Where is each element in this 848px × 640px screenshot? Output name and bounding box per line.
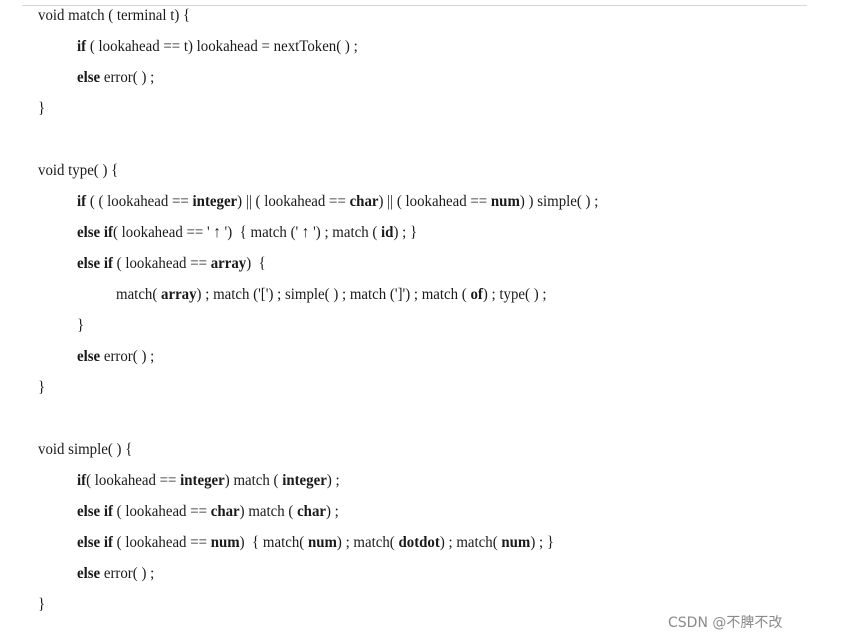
code-keyword: dotdot: [398, 534, 440, 551]
code-text: ) ; match(: [439, 534, 502, 551]
code-keyword: else if: [77, 224, 113, 241]
code-text: ( lookahead ==: [112, 255, 211, 272]
code-line: }: [38, 378, 45, 398]
code-text: ) ) simple( ) ;: [519, 193, 599, 210]
code-line: else error( ) ;: [77, 68, 154, 88]
code-keyword: num: [490, 193, 520, 210]
code-line: void type( ) {: [38, 161, 118, 181]
code-text: ) ; }: [393, 224, 418, 241]
code-text: match(: [116, 286, 162, 303]
code-keyword: char: [349, 193, 379, 210]
code-text: ) match (: [224, 472, 283, 489]
code-text: }: [77, 317, 85, 334]
code-keyword: if: [77, 38, 87, 55]
code-text: ( lookahead ==: [86, 472, 181, 489]
code-text: ) ;: [326, 472, 340, 489]
code-text: ( lookahead == ' ↑ ') { match (' ↑ ') ; …: [112, 224, 382, 241]
code-line: else if ( lookahead == array) {: [77, 254, 266, 274]
code-text: ( lookahead ==: [112, 534, 211, 551]
code-keyword: integer: [192, 193, 238, 210]
code-text: void simple( ) {: [38, 441, 133, 458]
code-line: }: [77, 316, 84, 336]
code-text: }: [38, 100, 46, 117]
code-line: void simple( ) {: [38, 440, 132, 460]
code-keyword: num: [210, 534, 240, 551]
code-keyword: integer: [282, 472, 327, 489]
code-keyword: char: [297, 503, 327, 520]
code-line: if( lookahead == integer) match ( intege…: [77, 471, 340, 491]
code-text: ) ; }: [530, 534, 555, 551]
code-keyword: char: [210, 503, 240, 520]
code-text: ) ; match ('[') ; simple( ) ; match (']'…: [196, 286, 471, 303]
top-divider: [22, 5, 807, 6]
code-text: error( ) ;: [100, 565, 155, 582]
code-keyword: else: [77, 565, 101, 582]
code-text: ( ( lookahead ==: [86, 193, 193, 210]
code-keyword: else: [77, 69, 101, 86]
code-line: else if( lookahead == ' ↑ ') { match (' …: [77, 223, 417, 243]
code-keyword: integer: [180, 472, 225, 489]
code-keyword: else if: [77, 534, 113, 551]
code-keyword: array: [210, 255, 247, 272]
code-text: error( ) ;: [100, 69, 155, 86]
code-keyword: else if: [77, 255, 113, 272]
code-text: void match ( terminal t) {: [38, 7, 191, 24]
code-line: if ( ( lookahead == integer) || ( lookah…: [77, 192, 598, 212]
code-keyword: array: [161, 286, 197, 303]
code-text: void type( ) {: [38, 162, 119, 179]
code-keyword: num: [501, 534, 531, 551]
code-text: }: [38, 596, 46, 613]
code-keyword: of: [470, 286, 483, 303]
code-text: ) ; match(: [336, 534, 399, 551]
code-text: ) match (: [239, 503, 298, 520]
code-keyword: else if: [77, 503, 113, 520]
code-text: ) || ( lookahead ==: [378, 193, 491, 210]
code-text: ) { match(: [239, 534, 308, 551]
code-line: else error( ) ;: [77, 564, 154, 584]
code-text: ( lookahead ==: [112, 503, 211, 520]
code-text: ( lookahead == t) lookahead = nextToken(…: [86, 38, 358, 55]
code-keyword: if: [77, 472, 87, 489]
code-line: else if ( lookahead == char) match ( cha…: [77, 502, 339, 522]
code-line: }: [38, 99, 45, 119]
watermark: CSDN @不脾不改: [668, 615, 783, 631]
code-line: void match ( terminal t) {: [38, 6, 190, 26]
code-text: ) || ( lookahead ==: [237, 193, 350, 210]
code-line: else error( ) ;: [77, 347, 154, 367]
code-line: }: [38, 595, 45, 615]
code-line: match( array) ; match ('[') ; simple( ) …: [116, 285, 547, 305]
code-text: ) {: [246, 255, 266, 272]
code-keyword: num: [307, 534, 337, 551]
code-text: error( ) ;: [100, 348, 155, 365]
code-text: ) ; type( ) ;: [482, 286, 547, 303]
code-keyword: id: [381, 224, 394, 241]
code-text: ) ;: [326, 503, 339, 520]
code-text: }: [38, 379, 46, 396]
code-keyword: else: [77, 348, 101, 365]
code-line: if ( lookahead == t) lookahead = nextTok…: [77, 37, 358, 57]
code-line: else if ( lookahead == num) { match( num…: [77, 533, 554, 553]
code-keyword: if: [77, 193, 87, 210]
